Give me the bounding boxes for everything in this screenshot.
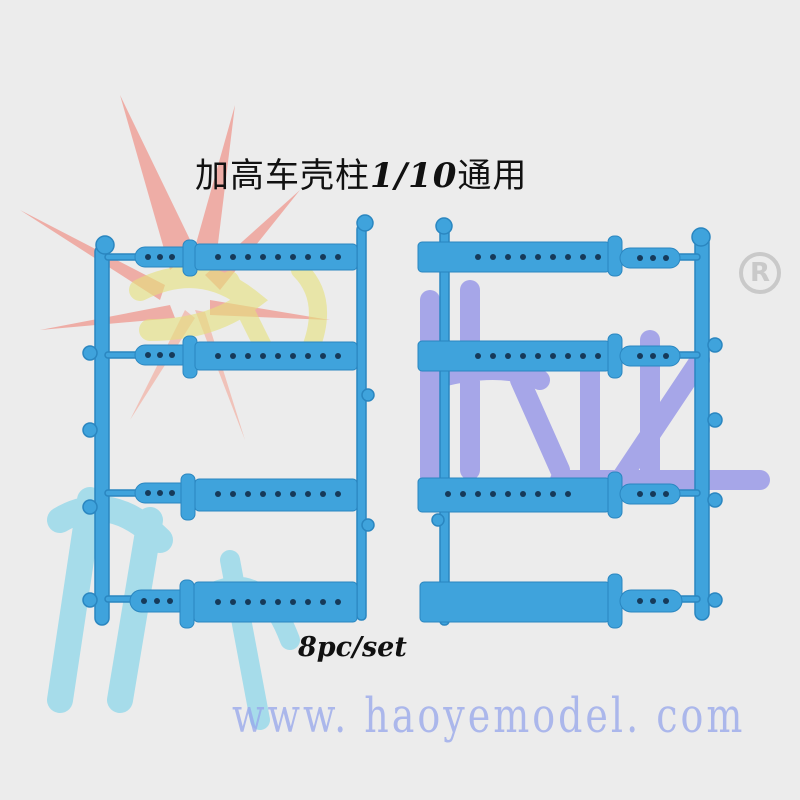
body-post-left-2	[134, 335, 358, 379]
body-post-right-3	[417, 471, 681, 519]
body-post-right-4	[419, 573, 683, 629]
product-title: 加高车壳柱1/10通用	[195, 148, 527, 197]
body-post-left-4	[129, 579, 358, 629]
watermark-url: www. haoyemodel. com	[232, 688, 746, 743]
body-post-left-3	[134, 473, 358, 521]
quantity-label: 8pc/set	[298, 632, 407, 663]
body-post-right-2	[417, 333, 681, 379]
body-post-right-1	[417, 235, 681, 277]
body-post-left-1	[134, 239, 358, 277]
title-text: 加高车壳柱	[195, 156, 370, 196]
title-suffix: 通用	[457, 156, 528, 196]
scale-ratio: 1/10	[370, 156, 458, 196]
registered-trademark-icon: R	[739, 252, 781, 294]
